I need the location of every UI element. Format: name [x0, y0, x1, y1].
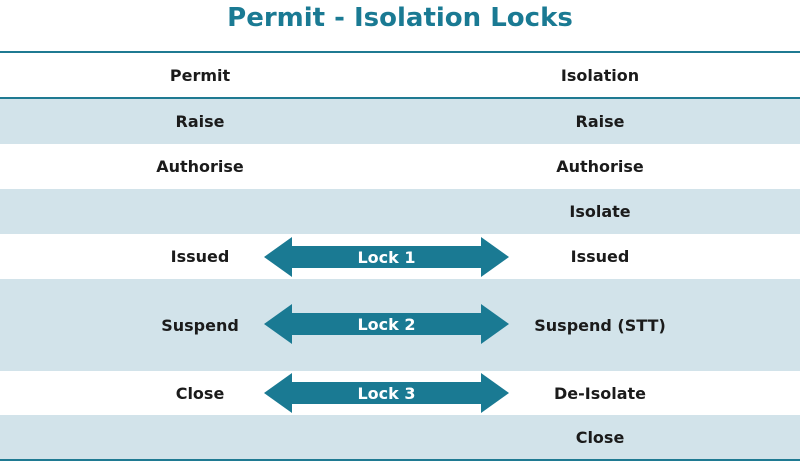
diagram-title: Permit - Isolation Locks	[227, 3, 573, 33]
table-row: Close	[0, 415, 800, 459]
permit-step: Close	[175, 383, 225, 403]
table-row: Authorise Authorise	[0, 144, 800, 189]
lock-label: Lock 1	[357, 247, 416, 267]
header-row: Permit Isolation	[0, 53, 800, 97]
lock-arrow: Lock 2	[264, 304, 509, 344]
table-row: Isolate	[0, 189, 800, 234]
isolation-step: Raise	[575, 112, 625, 131]
top-rule	[0, 51, 800, 53]
double-arrow-icon	[264, 304, 509, 344]
header-rule	[0, 97, 800, 99]
permit-step: Issued	[170, 247, 230, 266]
table-row: Raise Raise	[0, 99, 800, 144]
isolation-column-header: Isolation	[560, 65, 640, 85]
permit-step: Suspend	[161, 315, 239, 335]
permit-step	[100, 415, 300, 459]
isolation-step: Authorise	[556, 157, 644, 176]
double-arrow-icon	[264, 373, 509, 413]
isolation-step: Issued	[570, 247, 630, 266]
isolation-step: Suspend (STT)	[534, 315, 666, 335]
table-row: Issued Issued Lock 1	[0, 234, 800, 279]
isolation-step: Isolate	[569, 202, 631, 221]
lock-arrow: Lock 1	[264, 237, 509, 277]
permit-step	[100, 189, 300, 234]
permit-column-header: Permit	[169, 65, 231, 85]
double-arrow-icon	[264, 237, 509, 277]
isolation-step: Close	[575, 427, 625, 447]
table-row: Suspend Suspend (STT) Lock 2	[0, 279, 800, 371]
lock-arrow: Lock 3	[264, 373, 509, 413]
lock-label: Lock 3	[357, 383, 416, 403]
permit-step: Raise	[175, 112, 225, 131]
isolation-step: De-Isolate	[553, 383, 647, 403]
permit-step: Authorise	[156, 157, 244, 176]
lock-label: Lock 2	[357, 314, 416, 334]
table-row: Close De-Isolate Lock 3	[0, 371, 800, 415]
bottom-rule	[0, 459, 800, 461]
